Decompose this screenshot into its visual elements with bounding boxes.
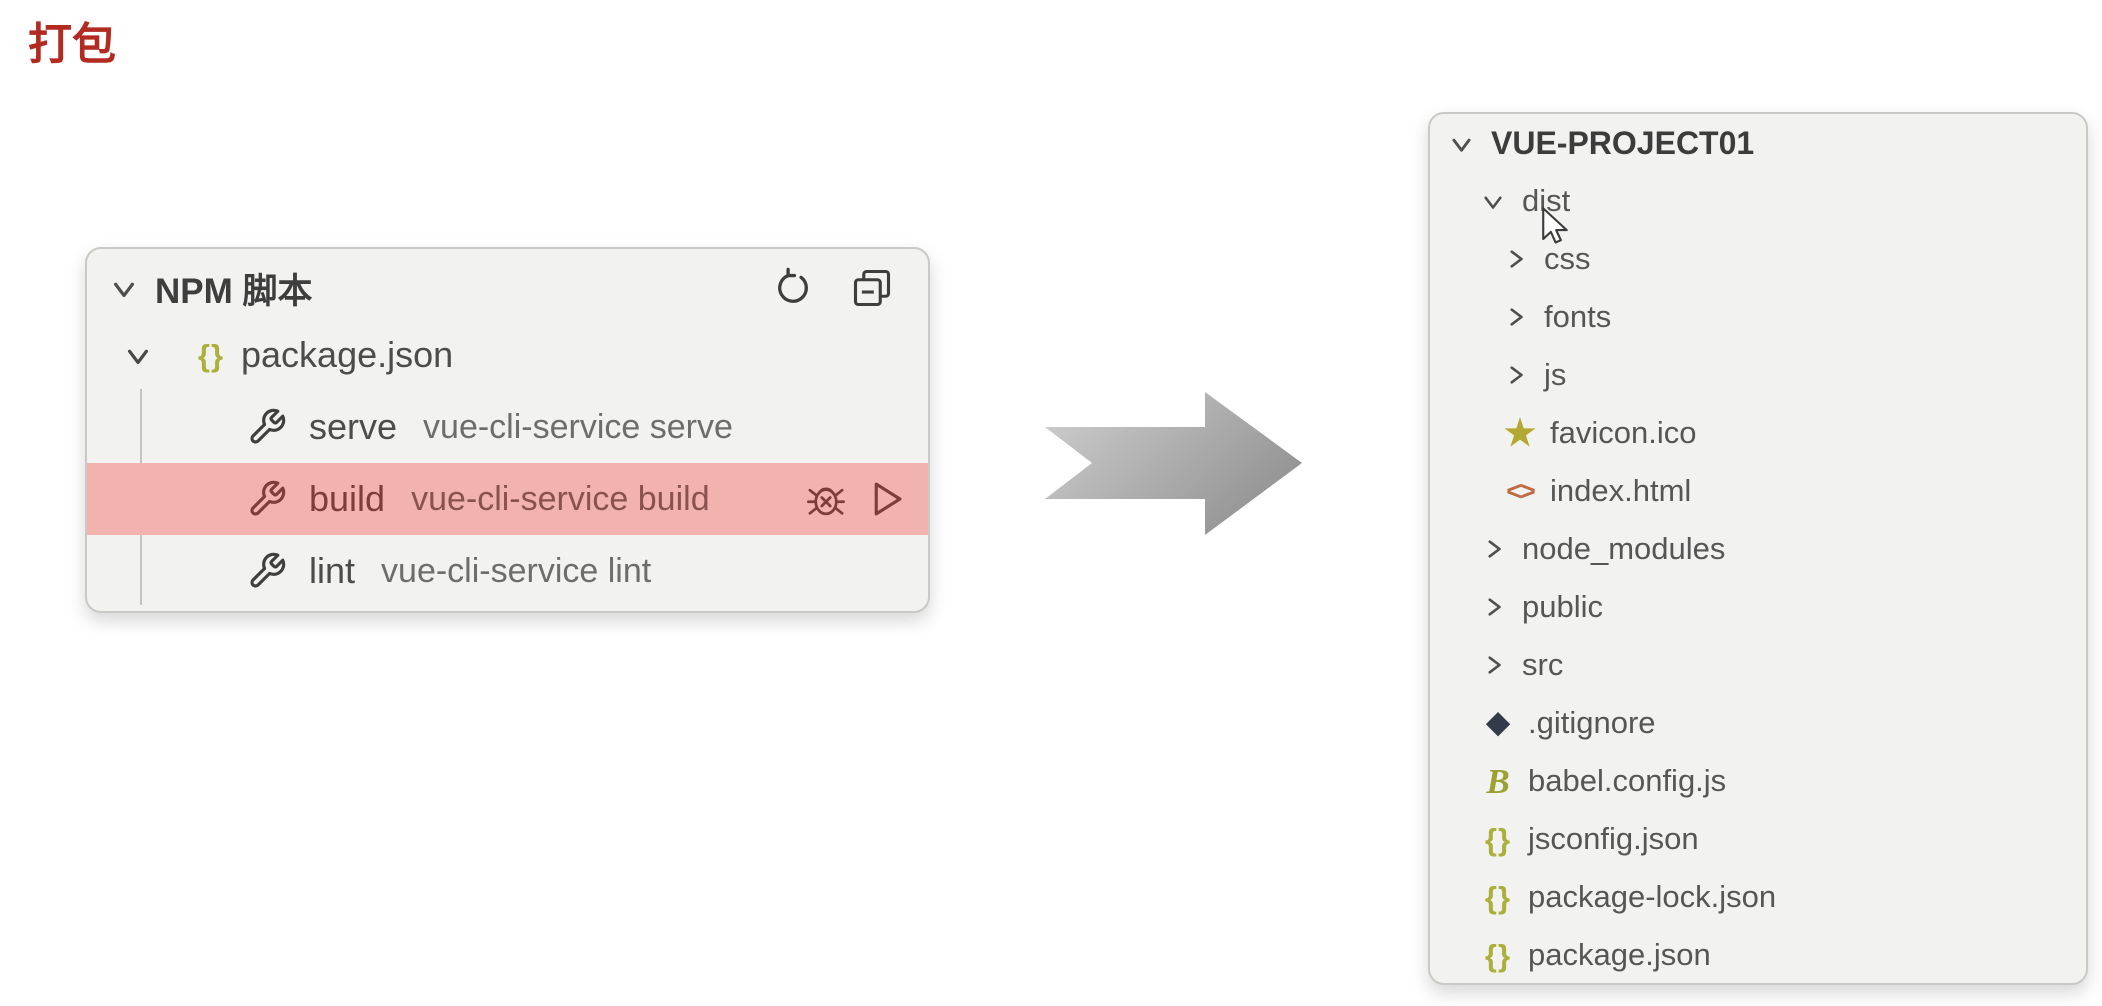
tree-item-package-lock[interactable]: {} package-lock.json <box>1430 868 2086 926</box>
tree-item-label: package-lock.json <box>1528 879 1777 914</box>
file-explorer-panel: VUE-PROJECT01 dist css fonts js ★ favico… <box>1428 112 2088 985</box>
git-icon: ◆ <box>1486 706 1510 739</box>
chevron-right-icon[interactable] <box>1502 304 1528 330</box>
tree-item-label: js <box>1544 357 1567 392</box>
tree-item-jsconfig[interactable]: {} jsconfig.json <box>1430 810 2086 868</box>
script-name: serve <box>309 406 398 447</box>
json-braces-icon: {} <box>1484 879 1512 915</box>
chevron-down-icon[interactable] <box>109 273 139 303</box>
script-row-build[interactable]: build vue-cli-service build <box>87 463 928 535</box>
chevron-right-icon[interactable] <box>1502 362 1528 388</box>
script-row-serve[interactable]: serve vue-cli-service serve <box>87 391 928 463</box>
script-row-lint[interactable]: lint vue-cli-service lint <box>87 535 928 607</box>
script-name: build <box>309 478 386 519</box>
tree-item-babel-config[interactable]: B babel.config.js <box>1430 752 2086 810</box>
tree-item-label: fonts <box>1544 299 1612 334</box>
tree-item-node-modules[interactable]: node_modules <box>1430 520 2086 578</box>
tree-item-package-json[interactable]: {} package.json <box>1430 926 2086 983</box>
tree-item-label: package.json <box>241 334 454 375</box>
tree-item-src[interactable]: src <box>1430 636 2086 694</box>
page-title: 打包 <box>28 20 116 69</box>
chevron-right-icon[interactable] <box>1480 594 1506 620</box>
collapse-all-icon[interactable] <box>850 266 894 310</box>
tree-item-dist[interactable]: dist <box>1430 172 2086 230</box>
tree-item-root[interactable]: VUE-PROJECT01 <box>1430 114 2086 172</box>
script-command: vue-cli-service lint <box>381 551 652 590</box>
tree-item-label: babel.config.js <box>1528 763 1727 798</box>
chevron-right-icon[interactable] <box>1480 536 1506 562</box>
star-icon: ★ <box>1503 412 1537 453</box>
tree-item-public[interactable]: public <box>1430 578 2086 636</box>
script-name: lint <box>309 550 356 591</box>
tree-item-label: .gitignore <box>1528 705 1656 740</box>
mouse-cursor <box>1542 207 1568 244</box>
json-braces-icon: {} <box>1484 821 1512 857</box>
json-braces-icon: {} <box>197 337 225 373</box>
chevron-right-icon[interactable] <box>1502 246 1528 272</box>
chevron-down-icon[interactable] <box>1480 188 1506 214</box>
right-arrow-graphic <box>1045 392 1302 535</box>
tree-item-label: src <box>1522 647 1564 682</box>
tree-item-label: jsconfig.json <box>1528 821 1699 856</box>
tree-item-fonts[interactable]: fonts <box>1430 288 2086 346</box>
tree-item-gitignore[interactable]: ◆ .gitignore <box>1430 694 2086 752</box>
tree-item-label: package.json <box>1528 937 1711 972</box>
tree-item-label: index.html <box>1550 473 1692 508</box>
wrench-icon <box>250 408 286 444</box>
tree-item-favicon[interactable]: ★ favicon.ico <box>1430 404 2086 462</box>
script-row-actions <box>804 477 906 521</box>
babel-icon: B <box>1486 761 1510 801</box>
chevron-down-icon[interactable] <box>123 340 153 370</box>
npm-scripts-panel: NPM 脚本 {} package.json serve vue-cli-ser… <box>85 247 930 613</box>
tree-item-label: public <box>1522 589 1603 624</box>
refresh-icon[interactable] <box>772 267 814 309</box>
chevron-down-icon[interactable] <box>1448 130 1475 157</box>
html-icon: <> <box>1506 475 1536 506</box>
script-command: vue-cli-service serve <box>423 407 733 446</box>
wrench-icon <box>250 480 286 516</box>
tree-item-css[interactable]: css <box>1430 230 2086 288</box>
tree-item-package-json[interactable]: {} package.json <box>87 319 928 391</box>
npm-panel-title: NPM 脚本 <box>155 271 313 311</box>
wrench-icon <box>250 552 286 588</box>
debug-script-icon[interactable] <box>804 477 848 521</box>
tree-item-label: css <box>1544 241 1591 276</box>
npm-scripts-header[interactable]: NPM 脚本 <box>87 249 928 319</box>
chevron-right-icon[interactable] <box>1480 652 1506 678</box>
json-braces-icon: {} <box>1484 937 1512 973</box>
tree-item-label: favicon.ico <box>1550 415 1697 450</box>
tree-item-index-html[interactable]: <> index.html <box>1430 462 2086 520</box>
run-script-icon[interactable] <box>864 478 906 520</box>
tree-item-label: node_modules <box>1522 531 1726 566</box>
tree-item-js[interactable]: js <box>1430 346 2086 404</box>
script-command: vue-cli-service build <box>411 479 710 518</box>
tree-item-label: VUE-PROJECT01 <box>1491 124 1755 161</box>
